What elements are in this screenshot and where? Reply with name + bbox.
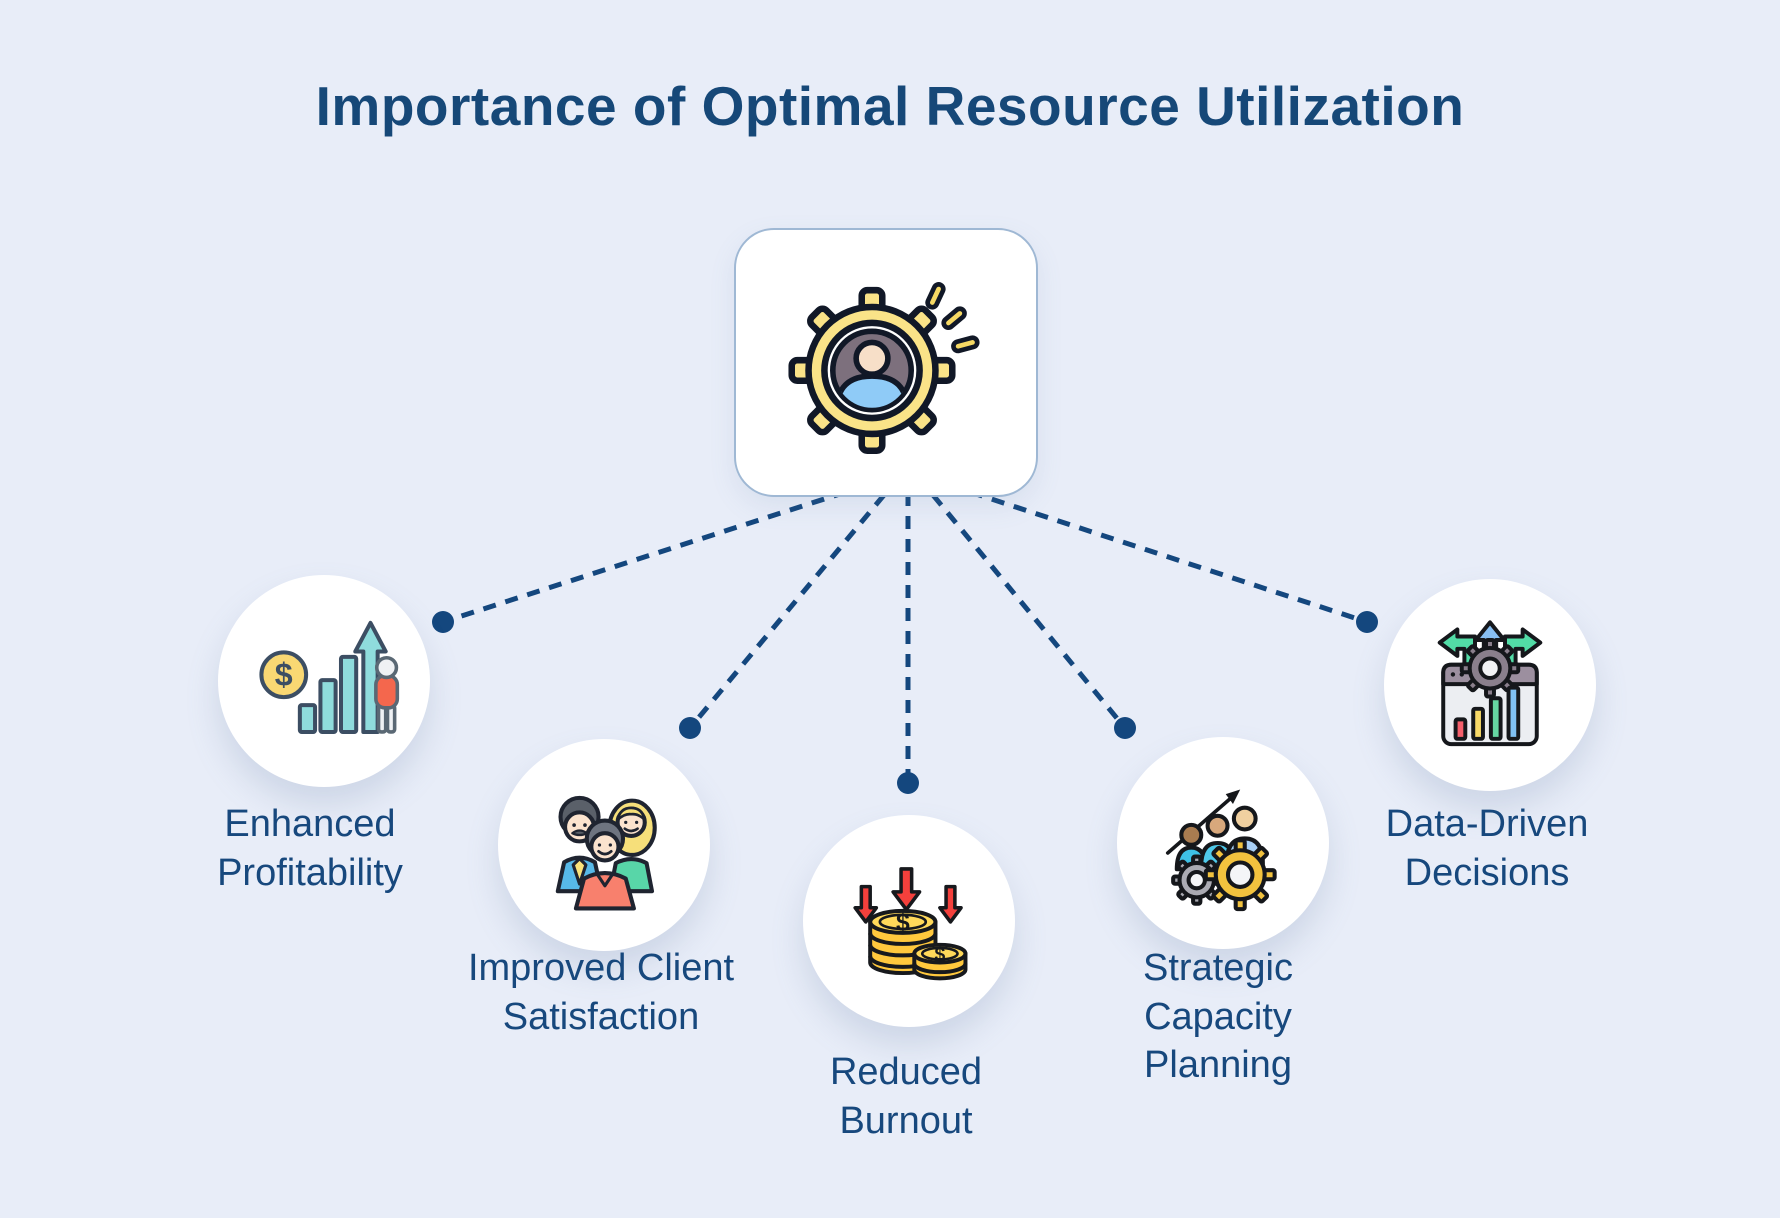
clients-group-icon xyxy=(555,795,657,911)
node-label-enhanced-profitability: Enhanced Profitability xyxy=(217,803,403,894)
dashboard-gear-arrows-icon xyxy=(1437,620,1543,747)
team-gears-growth-icon xyxy=(1165,789,1277,912)
connector-enhanced-profitability xyxy=(442,489,847,625)
sparkle-marks xyxy=(925,281,980,353)
svg-text:$: $ xyxy=(896,910,910,937)
svg-text:$: $ xyxy=(275,656,293,692)
coins-decrease-icon: $ $ xyxy=(853,867,968,981)
svg-text:$: $ xyxy=(934,944,945,966)
connector-strategic-capacity-planning xyxy=(931,493,1127,730)
dashed-connector-group xyxy=(442,489,1368,783)
node-circle-data-driven-decisions xyxy=(1384,579,1596,791)
center-card xyxy=(734,228,1038,497)
connector-endpoint-dots xyxy=(432,611,1378,794)
node-label-improved-client-satisfaction: Improved Client Satisfaction xyxy=(467,947,735,1038)
connector-improved-client-satisfaction xyxy=(688,493,886,730)
gear-person-icon xyxy=(788,281,980,454)
profit-growth-chart-icon: $ xyxy=(259,620,400,734)
page-title: Importance of Optimal Resource Utilizati… xyxy=(315,75,1465,137)
connector-data-driven-decisions xyxy=(969,489,1368,625)
node-label-data-driven-decisions: Data-Driven Decisions xyxy=(1385,803,1589,894)
node-circle-reduced-burnout: $ $ xyxy=(803,815,1015,1027)
node-circle-strategic-capacity-planning xyxy=(1117,737,1329,949)
node-circle-improved-client-satisfaction xyxy=(498,739,710,951)
node-label-strategic-capacity-planning: Strategic Capacity Planning xyxy=(1143,947,1293,1087)
node-circle-enhanced-profitability: $ xyxy=(218,575,430,787)
node-label-reduced-burnout: Reduced Burnout xyxy=(829,1051,983,1142)
